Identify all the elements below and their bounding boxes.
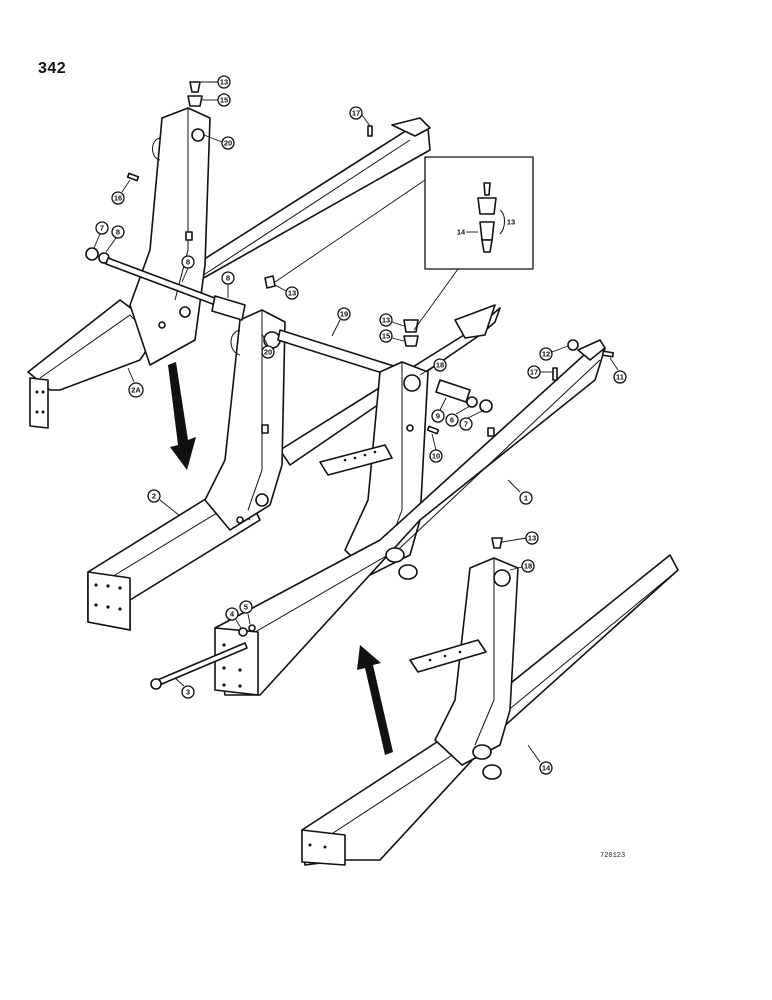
svg-text:2A: 2A [131, 386, 141, 395]
svg-text:20: 20 [224, 139, 232, 148]
callout-labels: 13 15 20 17 16 7 8 8 8 13 19 13 15 20 18… [93, 75, 627, 775]
drawing-code: 720123 [600, 852, 626, 860]
svg-text:11: 11 [616, 373, 624, 382]
callout: 2A [127, 367, 144, 398]
down-arrow-icon [168, 362, 196, 470]
svg-text:19: 19 [340, 310, 348, 319]
callout: 2 [147, 489, 181, 517]
svg-text:13: 13 [220, 78, 228, 87]
callout: 4 [225, 607, 242, 629]
svg-text:20: 20 [264, 348, 272, 357]
assembly-arrows [168, 362, 393, 755]
callout: 13 [379, 313, 405, 327]
callout: 10 [429, 433, 443, 463]
callout: 15 [202, 93, 231, 107]
callout: 19 [331, 307, 351, 337]
svg-text:8: 8 [186, 258, 190, 267]
callout: 5 [239, 600, 253, 625]
callout: 18 [419, 358, 447, 376]
callout: 8 [105, 225, 125, 253]
inset-callout-14: 14 [457, 228, 466, 237]
callout: 16 [111, 179, 131, 205]
svg-text:12: 12 [542, 350, 550, 359]
svg-text:14: 14 [542, 764, 551, 773]
svg-text:17: 17 [530, 368, 538, 377]
frame-14 [301, 554, 679, 866]
svg-text:1: 1 [524, 494, 528, 503]
callout: 9 [431, 397, 447, 423]
callout: 7 [93, 221, 109, 249]
callout: 17 [349, 106, 371, 127]
inset-detail: 14 13 [274, 156, 534, 331]
callout: 13 [501, 531, 539, 545]
rear-frame-2a [27, 107, 431, 429]
svg-text:16: 16 [114, 194, 122, 203]
callout: 20 [261, 333, 275, 359]
svg-text:8: 8 [116, 228, 120, 237]
callout: 17 [527, 365, 553, 379]
svg-text:5: 5 [244, 603, 248, 612]
svg-text:7: 7 [100, 224, 104, 233]
svg-text:13: 13 [528, 534, 536, 543]
callout: 13 [200, 75, 231, 89]
callout: 12 [539, 345, 569, 361]
callout: 6 [445, 405, 471, 427]
svg-text:17: 17 [352, 109, 360, 118]
svg-text:8: 8 [226, 274, 230, 283]
callout: 7 [459, 409, 485, 431]
callout: 14 [527, 744, 553, 775]
svg-text:2: 2 [152, 492, 156, 501]
callout: 8 [221, 271, 235, 298]
callout: 13 [274, 284, 299, 300]
callout: 11 [609, 357, 627, 384]
svg-text:9: 9 [436, 412, 440, 421]
svg-text:15: 15 [382, 332, 390, 341]
svg-text:10: 10 [432, 452, 440, 461]
svg-text:13: 13 [382, 316, 390, 325]
callout: 20 [203, 134, 235, 150]
callout: 1 [507, 479, 533, 505]
svg-text:15: 15 [220, 96, 228, 105]
svg-text:13: 13 [288, 289, 296, 298]
svg-text:7: 7 [464, 420, 468, 429]
svg-text:3: 3 [186, 688, 190, 697]
page-number: 342 [38, 60, 67, 77]
loose-parts [85, 81, 615, 690]
svg-text:18: 18 [436, 361, 444, 370]
up-arrow-icon [357, 645, 393, 755]
frame-2 [87, 304, 606, 696]
callout: 18 [509, 559, 535, 573]
callout: 15 [379, 329, 405, 343]
svg-text:18: 18 [524, 562, 532, 571]
callout: 3 [174, 677, 195, 699]
callout: 8 [181, 255, 195, 283]
svg-text:4: 4 [230, 610, 235, 619]
inset-callout-13: 13 [507, 218, 515, 227]
svg-text:6: 6 [450, 416, 454, 425]
